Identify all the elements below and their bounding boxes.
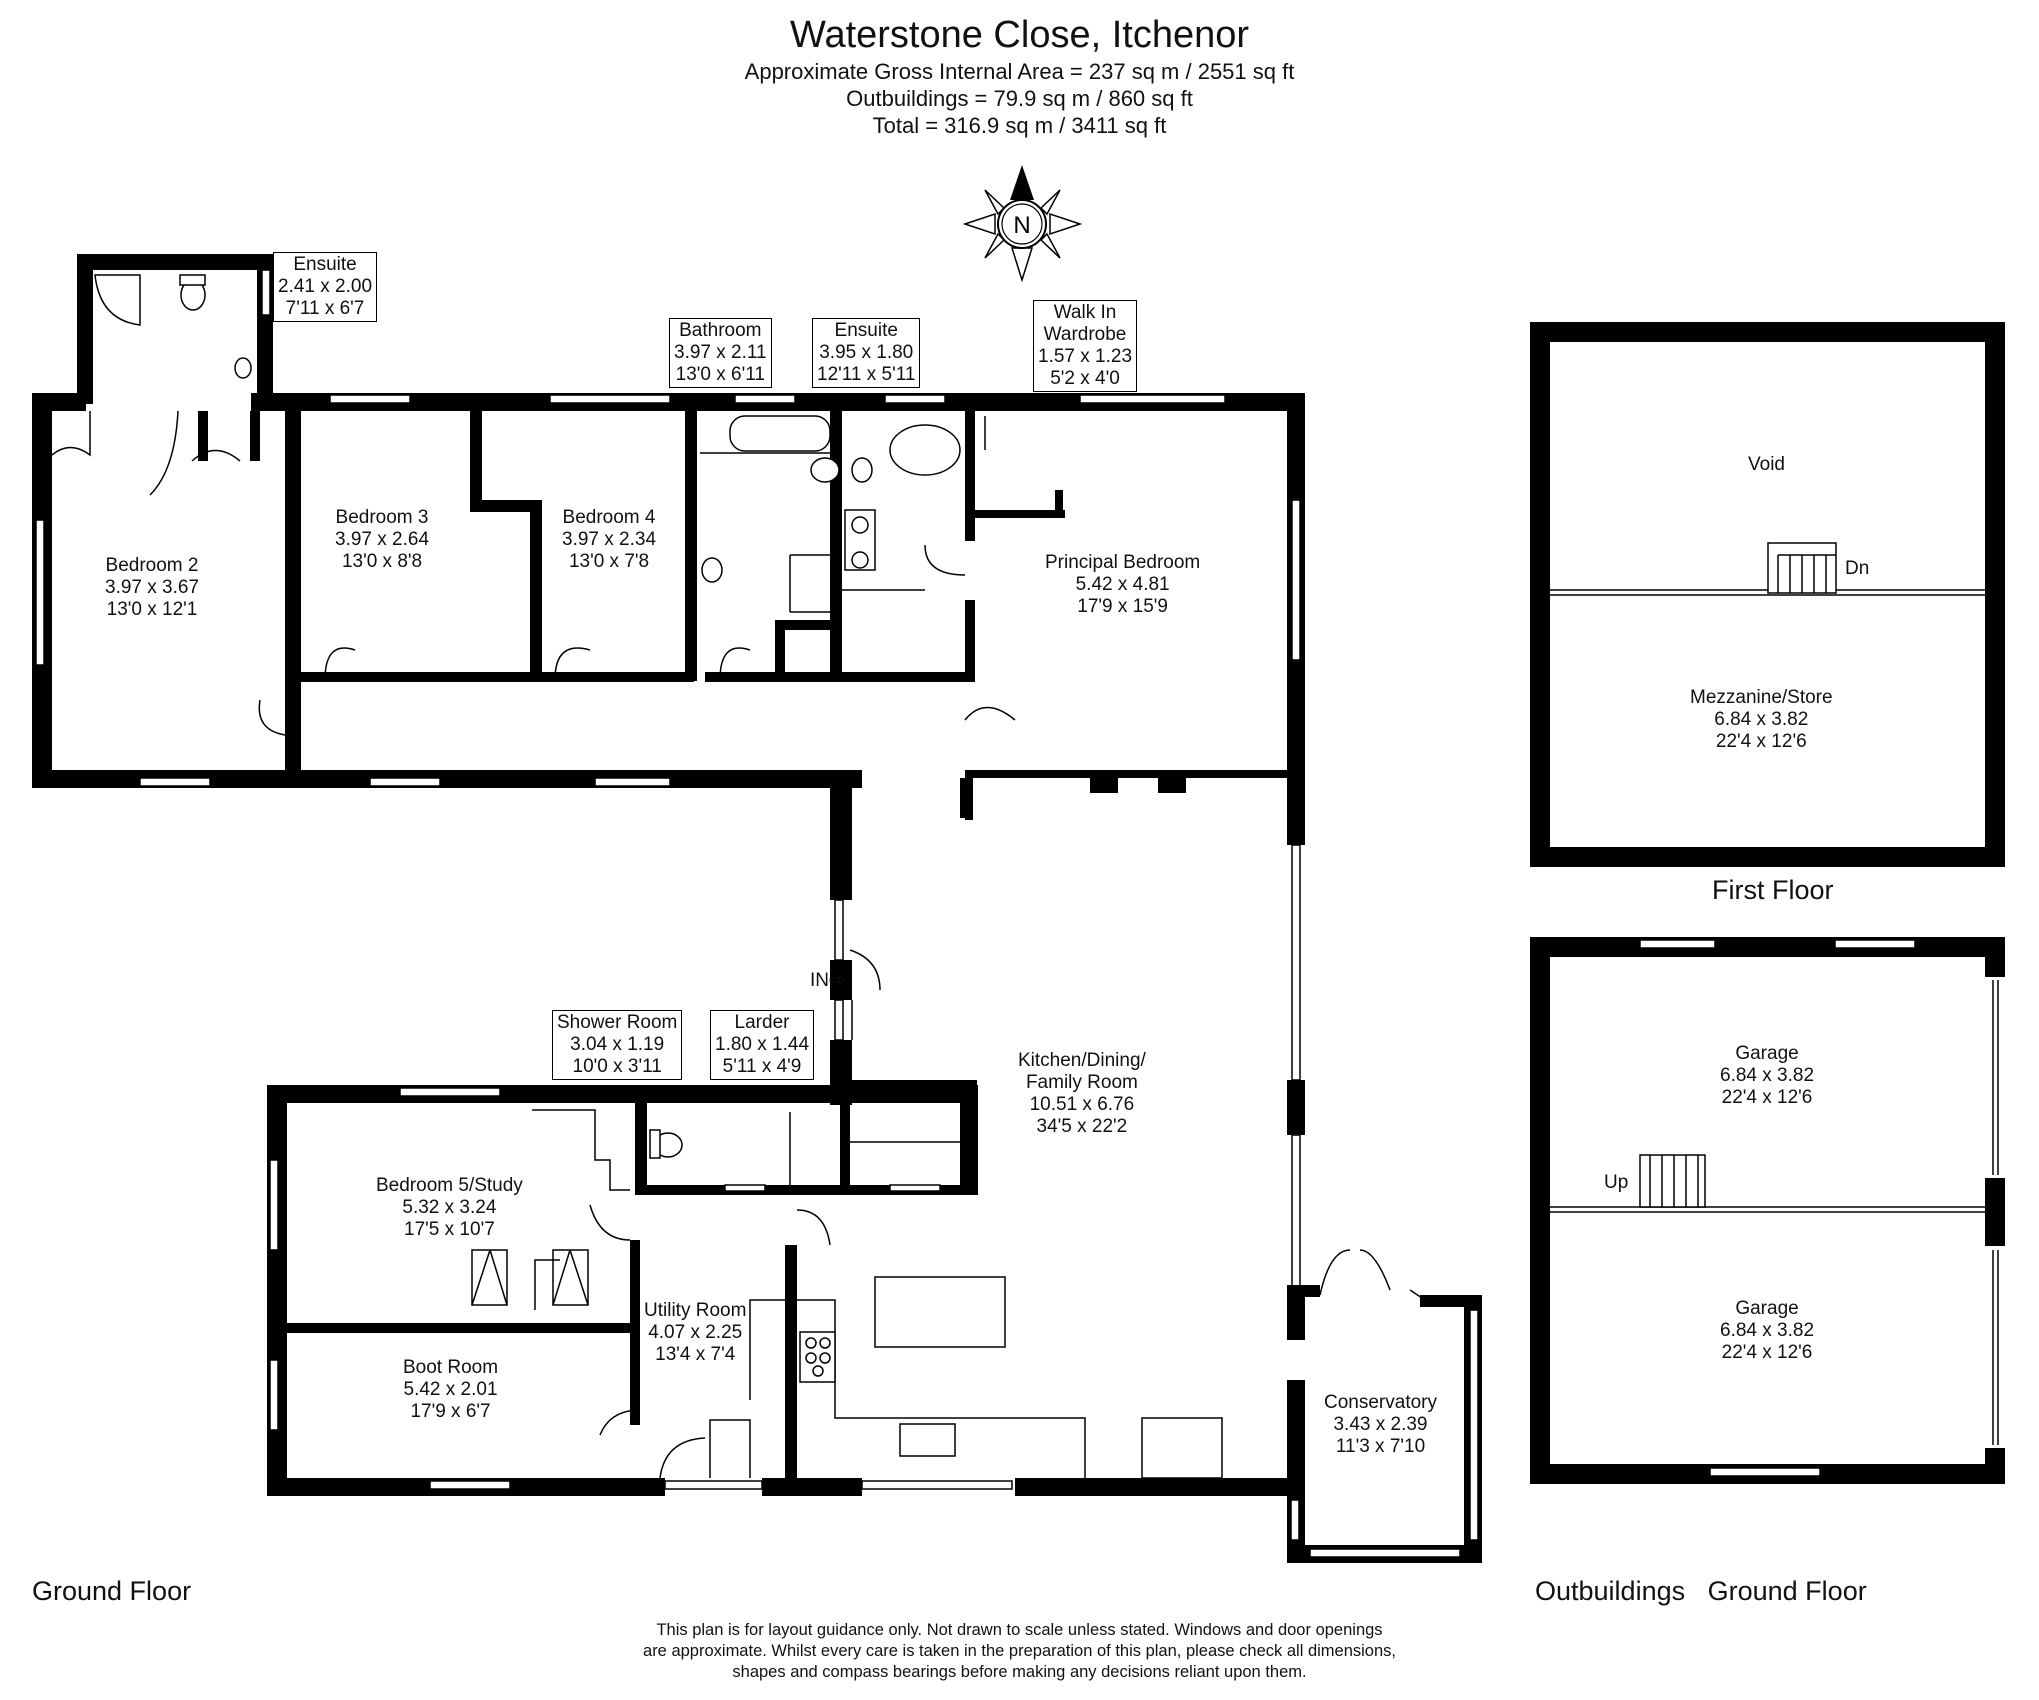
outbuildings-label: Outbuildings	[1535, 1576, 1686, 1606]
outbuildings-ground-label: Ground Floor	[1707, 1576, 1867, 1606]
room-label-boot-room: Boot Room 5.42 x 2.01 17'9 x 6'7	[403, 1357, 499, 1422]
doors	[51, 410, 1423, 1479]
room-label-garage-lower: Garage 6.84 x 3.82 22'4 x 12'6	[1720, 1298, 1815, 1363]
room-label-principal-bedroom: Principal Bedroom 5.42 x 4.81 17'9 x 15'…	[1045, 552, 1201, 617]
entrance-arrow-icon: ⇨	[829, 970, 845, 991]
stairs-down-label: Dn	[1845, 558, 1870, 579]
first-floor-walls	[1530, 322, 2005, 867]
outbuildings-area: Outbuildings = 79.9 sq m / 860 sq ft	[846, 86, 1193, 111]
floor-label-first: First Floor	[1712, 875, 1834, 905]
room-label-bedroom5: Bedroom 5/Study 5.32 x 3.24 17'5 x 10'7	[376, 1175, 523, 1240]
disclaimer: This plan is for layout guidance only. N…	[643, 1621, 1396, 1681]
room-label-bedroom2: Bedroom 2 3.97 x 3.67 13'0 x 12'1	[105, 555, 200, 620]
plan-header: Waterstone Close, Itchenor Approximate G…	[0, 12, 2039, 139]
total-area: Total = 316.9 sq m / 3411 sq ft	[872, 113, 1167, 138]
fixtures	[94, 274, 1223, 1479]
room-label-ensuite-top: Ensuite 2.41 x 2.00 7'11 x 6'7	[273, 252, 378, 322]
floor-label-ground: Ground Floor	[32, 1576, 192, 1606]
conservatory-walls	[1287, 1285, 1482, 1563]
stairs-up-label: Up	[1604, 1172, 1629, 1193]
windows	[35, 269, 1301, 1490]
gross-area: Approximate Gross Internal Area = 237 sq…	[744, 59, 1295, 84]
entrance-label: IN⇨	[810, 970, 845, 992]
room-label-ensuite-principal: Ensuite 3.95 x 1.80 12'11 x 5'11	[812, 318, 921, 388]
room-label-shower-room: Shower Room 3.04 x 1.19 10'0 x 3'11	[552, 1010, 683, 1080]
room-label-void: Void	[1748, 454, 1785, 475]
room-label-conservatory: Conservatory 3.43 x 2.39 11'3 x 7'10	[1324, 1392, 1437, 1457]
room-label-larder: Larder 1.80 x 1.44 5'11 x 4'9	[710, 1010, 815, 1080]
compass-n-label: N	[1013, 212, 1030, 239]
room-label-bathroom: Bathroom 3.97 x 2.11 13'0 x 6'11	[669, 318, 772, 388]
garage-walls	[1530, 937, 2005, 1484]
floor-label-outbuildings: Outbuildings Ground Floor	[1535, 1575, 1867, 1607]
room-label-utility-room: Utility Room 4.07 x 2.25 13'4 x 7'4	[644, 1300, 747, 1365]
room-label-walk-in-wardrobe: Walk In Wardrobe 1.57 x 1.23 5'2 x 4'0	[1033, 300, 1138, 392]
room-label-bedroom4: Bedroom 4 3.97 x 2.34 13'0 x 7'8	[562, 507, 657, 572]
compass-rose-icon: N	[962, 165, 1083, 283]
room-label-mezzanine: Mezzanine/Store 6.84 x 3.82 22'4 x 12'6	[1690, 687, 1833, 752]
room-label-garage-upper: Garage 6.84 x 3.82 22'4 x 12'6	[1720, 1043, 1815, 1108]
room-label-kitchen: Kitchen/Dining/ Family Room 10.51 x 6.76…	[1018, 1050, 1146, 1137]
room-label-bedroom3: Bedroom 3 3.97 x 2.64 13'0 x 8'8	[335, 507, 430, 572]
entrance-text: IN	[810, 970, 829, 991]
plan-title: Waterstone Close, Itchenor	[789, 14, 1250, 56]
